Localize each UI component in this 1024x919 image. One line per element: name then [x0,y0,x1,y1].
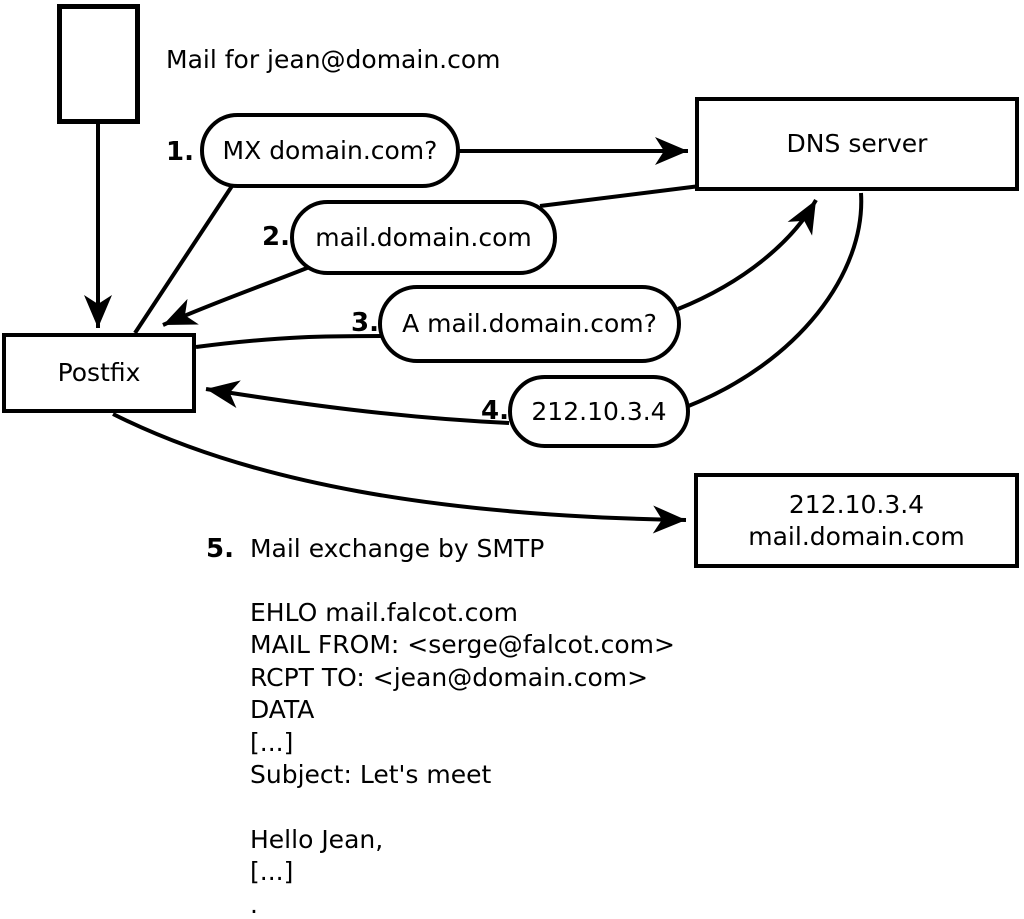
mail-server-ip: 212.10.3.4 [788,490,925,520]
pill-a-query-label: A mail.domain.com? [402,309,657,339]
pill-a-reply: 212.10.3.4 [508,375,690,448]
postfix-node: Postfix [2,333,196,413]
pill-mx-reply: mail.domain.com [290,200,557,275]
line-postfix-to-a-query [195,334,383,349]
step-number-2: 2. [262,222,290,252]
line-dns-to-a-reply [685,192,864,409]
pill-mx-query-label: MX domain.com? [222,135,438,165]
arrow-postfix-to-mail-server-smtp [112,412,687,534]
arrow-a-query-to-dns [677,199,818,311]
pill-a-reply-label: 212.10.3.4 [531,396,667,426]
postfix-label: Postfix [57,358,141,388]
mail-envelope-box [57,4,140,124]
pill-mx-query: MX domain.com? [200,113,460,188]
line-dns-to-mx-reply [539,184,701,208]
step-number-3: 3. [351,308,379,338]
mail-server-hostname: mail.domain.com [748,521,965,551]
step-number-5: 5. [206,534,234,564]
diagram-title: Mail for jean@domain.com [166,45,501,74]
pill-mx-reply-label: mail.domain.com [315,222,532,252]
arrow-mx-reply-to-postfix [162,264,313,327]
line-postfix-to-mx-query [133,184,234,335]
pill-a-query: A mail.domain.com? [378,285,681,363]
step-5-label: Mail exchange by SMTP [249,534,545,563]
mail-server-node: 212.10.3.4 mail.domain.com [694,473,1019,568]
step-5-caption: 5. Mail exchange by SMTP [206,534,544,564]
step-number-1: 1. [166,137,194,167]
arrow-a-reply-to-postfix [205,380,510,425]
dns-server-node: DNS server [695,97,1019,191]
dns-server-label: DNS server [786,129,928,159]
smtp-session-transcript: EHLO mail.falcot.com MAIL FROM: <serge@f… [250,598,675,919]
step-number-4: 4. [481,396,509,426]
